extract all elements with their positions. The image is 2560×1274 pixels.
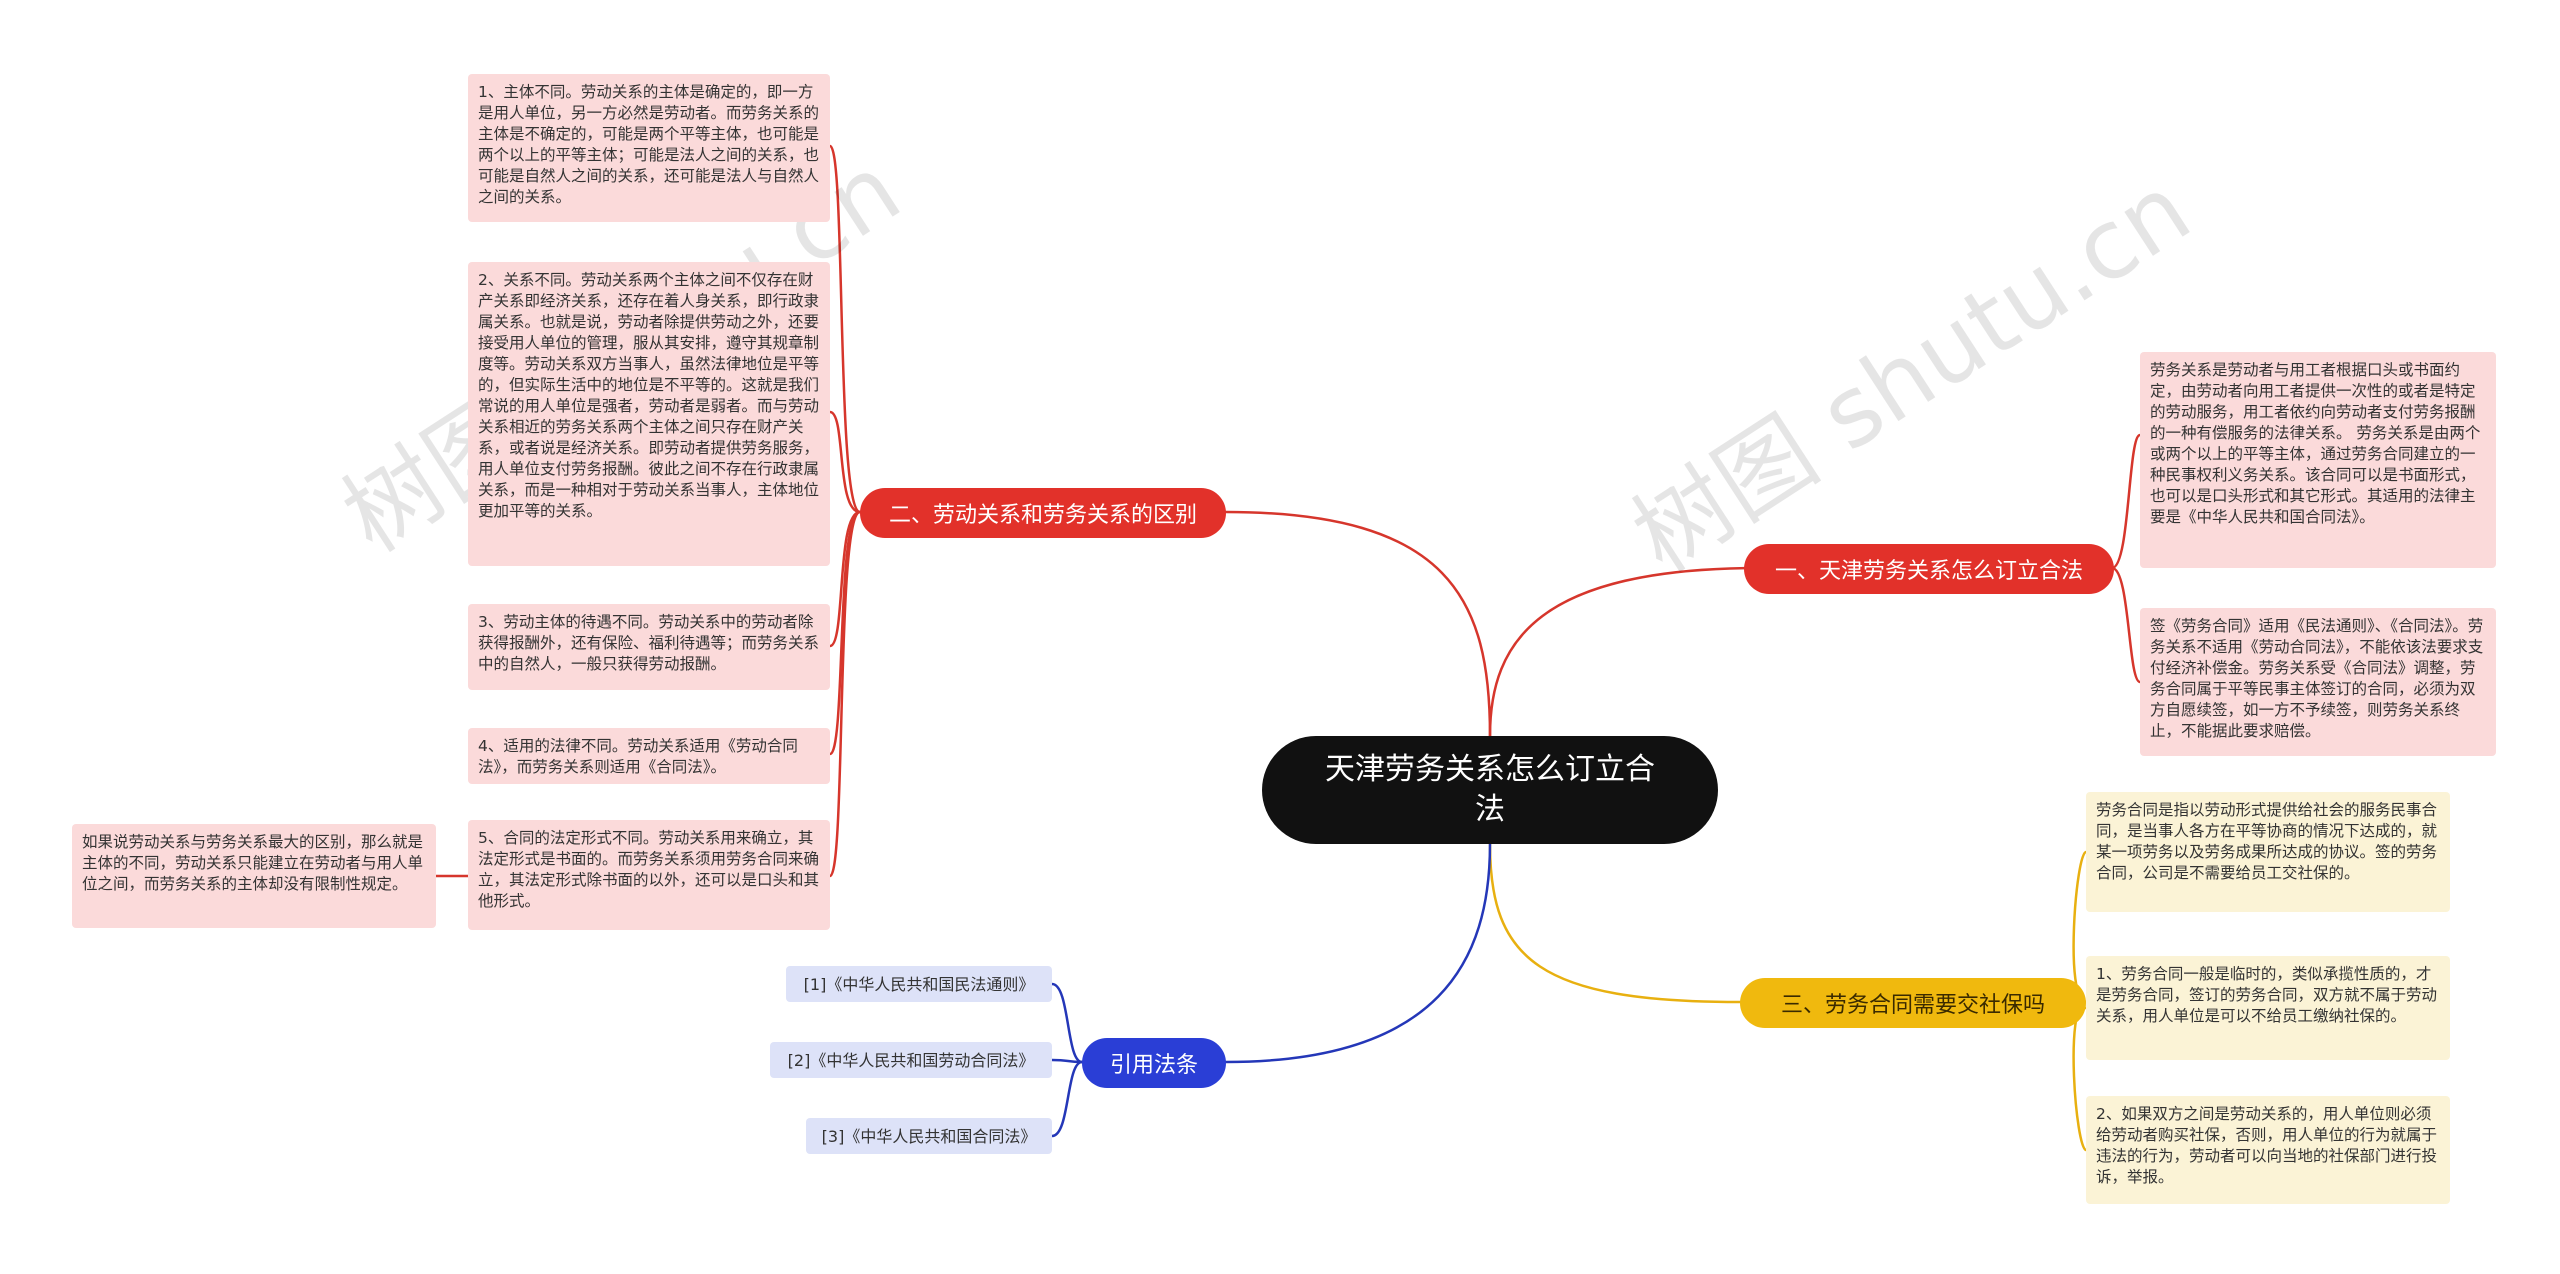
leaf-text: [1]《中华人民共和国民法通则》 — [803, 974, 1035, 994]
leaf-contract-law[interactable]: [3]《中华人民共和国合同法》 — [806, 1118, 1052, 1154]
leaf-labor-service-definition[interactable]: 劳务关系是劳动者与用工者根据口头或书面约定，由劳动者向用工者提供一次性的或者是特… — [2140, 352, 2496, 568]
link-b3-leaf1 — [2072, 850, 2088, 1004]
leaf-diff-relationship[interactable]: 2、关系不同。劳动关系两个主体之间不仅存在财产关系即经济关系，还存在着人身关系，… — [468, 262, 830, 566]
leaf-text: 2、如果双方之间是劳动关系的，用人单位则必须给劳动者购买社保，否则，用人单位的行… — [2096, 1105, 2438, 1186]
branch-cited-laws[interactable]: 引用法条 — [1082, 1038, 1226, 1088]
link-central-b1 — [1488, 566, 1762, 738]
link-b2-leaf1 — [828, 144, 862, 514]
link-central-b4 — [1224, 842, 1492, 1064]
leaf-text: [3]《中华人民共和国合同法》 — [821, 1126, 1037, 1146]
link-b2-leaf2 — [828, 410, 862, 514]
link-central-b3 — [1488, 842, 1742, 1004]
link-b1-leaf1 — [2110, 433, 2142, 570]
leaf-labor-relation-insurance[interactable]: 2、如果双方之间是劳动关系的，用人单位则必须给劳动者购买社保，否则，用人单位的行… — [2086, 1096, 2450, 1204]
link-b1-leaf2 — [2110, 566, 2142, 684]
leaf-text: 劳务关系是劳动者与用工者根据口头或书面约定，由劳动者向用工者提供一次性的或者是特… — [2150, 361, 2481, 526]
leaf-diff-contract-form[interactable]: 5、合同的法定形式不同。劳动关系用来确立，其法定形式是书面的。而劳务关系须用劳务… — [468, 820, 830, 930]
leaf-diff-treatment[interactable]: 3、劳动主体的待遇不同。劳动关系中的劳动者除获得报酬外，还有保险、福利待遇等；而… — [468, 604, 830, 690]
branch-social-insurance[interactable]: 三、劳务合同需要交社保吗 — [1740, 978, 2086, 1028]
leaf-temporary-contract[interactable]: 1、劳务合同一般是临时的，类似承揽性质的，才是劳务合同，签订的劳务合同，双方就不… — [2086, 956, 2450, 1060]
link-b2-leaf3 — [828, 510, 862, 648]
leaf-applicable-law[interactable]: 签《劳务合同》适用《民法通则》、《合同法》。劳务关系不适用《劳动合同法》，不能依… — [2140, 608, 2496, 756]
central-topic[interactable]: 天津劳务关系怎么订立合法 — [1262, 736, 1718, 844]
leaf-contract-definition[interactable]: 劳务合同是指以劳动形式提供给社会的服务民事合同，是当事人各方在平等协商的情况下达… — [2086, 792, 2450, 912]
leaf-text: 签《劳务合同》适用《民法通则》、《合同法》。劳务关系不适用《劳动合同法》，不能依… — [2150, 617, 2484, 740]
link-b4-leaf1 — [1050, 982, 1084, 1064]
leaf-diff-subject[interactable]: 1、主体不同。劳动关系的主体是确定的，即一方是用人单位，另一方必然是劳动者。而劳… — [468, 74, 830, 222]
leaf-text: 5、合同的法定形式不同。劳动关系用来确立，其法定形式是书面的。而劳务关系须用劳务… — [478, 829, 820, 910]
link-b3-leaf3 — [2072, 1000, 2088, 1152]
leaf-text: [2]《中华人民共和国劳动合同法》 — [787, 1050, 1035, 1070]
leaf-diff-summary[interactable]: 如果说劳动关系与劳务关系最大的区别，那么就是主体的不同，劳动关系只能建立在劳动者… — [72, 824, 436, 928]
leaf-diff-law[interactable]: 4、适用的法律不同。劳动关系适用《劳动合同法》，而劳务关系则适用《合同法》。 — [468, 728, 830, 784]
branch-label: 引用法条 — [1109, 1053, 1198, 1078]
leaf-text: 劳务合同是指以劳动形式提供给社会的服务民事合同，是当事人各方在平等协商的情况下达… — [2096, 801, 2438, 882]
branch-label: 一、天津劳务关系怎么订立合法 — [1774, 559, 2083, 584]
branch-label: 三、劳务合同需要交社保吗 — [1780, 993, 2045, 1018]
leaf-text: 4、适用的法律不同。劳动关系适用《劳动合同法》，而劳务关系则适用《合同法》。 — [478, 737, 798, 776]
branch-differences[interactable]: 二、劳动关系和劳务关系的区别 — [860, 488, 1226, 538]
leaf-text: 如果说劳动关系与劳务关系最大的区别，那么就是主体的不同，劳动关系只能建立在劳动者… — [82, 833, 424, 893]
link-b2-leaf5 — [828, 510, 862, 878]
link-central-b2 — [1224, 510, 1492, 738]
branch-label: 二、劳动关系和劳务关系的区别 — [888, 503, 1197, 528]
leaf-text: 1、主体不同。劳动关系的主体是确定的，即一方是用人单位，另一方必然是劳动者。而劳… — [478, 83, 820, 206]
link-b4-leaf3 — [1050, 1060, 1084, 1138]
central-topic-label: 天津劳务关系怎么订立合法 — [1325, 752, 1655, 827]
link-b2-leaf4 — [828, 510, 862, 756]
leaf-text: 2、关系不同。劳动关系两个主体之间不仅存在财产关系即经济关系，还存在着人身关系，… — [478, 271, 820, 520]
leaf-text: 3、劳动主体的待遇不同。劳动关系中的劳动者除获得报酬外，还有保险、福利待遇等；而… — [478, 613, 820, 673]
leaf-civil-law[interactable]: [1]《中华人民共和国民法通则》 — [786, 966, 1052, 1002]
leaf-text: 1、劳务合同一般是临时的，类似承揽性质的，才是劳务合同，签订的劳务合同，双方就不… — [2096, 965, 2438, 1025]
branch-how-to-sign[interactable]: 一、天津劳务关系怎么订立合法 — [1744, 544, 2114, 594]
leaf-labor-contract-law[interactable]: [2]《中华人民共和国劳动合同法》 — [770, 1042, 1052, 1078]
